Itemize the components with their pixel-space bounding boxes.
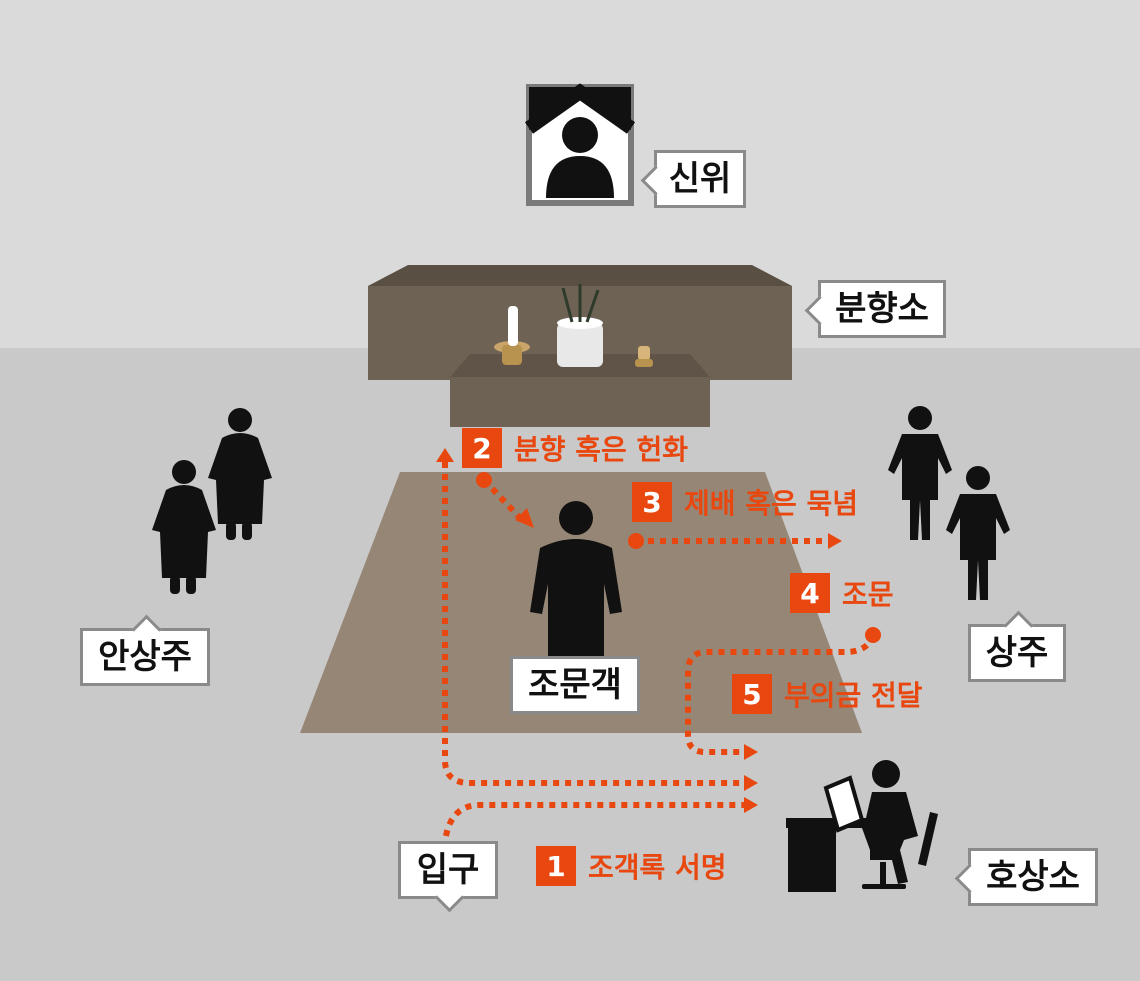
reception-label-text: 호상소 bbox=[986, 857, 1080, 897]
step-1: 1 조객록 서명 bbox=[536, 846, 727, 886]
altar bbox=[368, 265, 792, 427]
entrance-label-text: 입구 bbox=[416, 850, 480, 890]
reception-label: 호상소 bbox=[954, 848, 1098, 906]
host-left-label: 안상주 bbox=[80, 614, 210, 686]
step-2-number: 2 bbox=[462, 428, 502, 468]
altar-label: 분향소 bbox=[804, 280, 946, 338]
step-1-text: 조객록 서명 bbox=[588, 851, 727, 884]
step-2: 2 분향 혹은 헌화 bbox=[462, 428, 688, 468]
flow-arrows bbox=[442, 462, 876, 837]
step-1-number: 1 bbox=[536, 846, 576, 886]
host-left-figures bbox=[152, 408, 272, 594]
step-2-text: 분향 혹은 헌화 bbox=[514, 433, 689, 466]
step-4: 4 조문 bbox=[790, 573, 894, 613]
host-right-figures bbox=[888, 406, 1010, 600]
altar-label-text: 분향소 bbox=[835, 289, 929, 329]
portrait-label: 신위 bbox=[640, 150, 746, 208]
step-4-text: 조문 bbox=[842, 578, 894, 611]
step-4-number: 4 bbox=[790, 573, 830, 613]
host-right-label: 상주 bbox=[968, 610, 1066, 682]
mourner-label-text: 조문객 bbox=[528, 665, 622, 705]
mourner-figure bbox=[530, 501, 622, 662]
step-3-number: 3 bbox=[632, 482, 672, 522]
portrait-label-text: 신위 bbox=[668, 159, 732, 199]
step-5-text: 부의금 전달 bbox=[784, 679, 923, 712]
mourner-label: 조문객 bbox=[510, 656, 640, 714]
host-left-label-text: 안상주 bbox=[98, 637, 192, 677]
entrance-label: 입구 bbox=[398, 841, 498, 913]
step-3-text: 제배 혹은 묵념 bbox=[684, 487, 859, 520]
step-3: 3 제배 혹은 묵념 bbox=[632, 482, 858, 522]
step-5-number: 5 bbox=[732, 674, 772, 714]
portrait-frame bbox=[524, 83, 636, 206]
host-right-label-text: 상주 bbox=[985, 633, 1049, 673]
reception-figure bbox=[786, 760, 938, 892]
arrow-heads bbox=[436, 448, 881, 813]
step-5: 5 부의금 전달 bbox=[732, 674, 923, 714]
